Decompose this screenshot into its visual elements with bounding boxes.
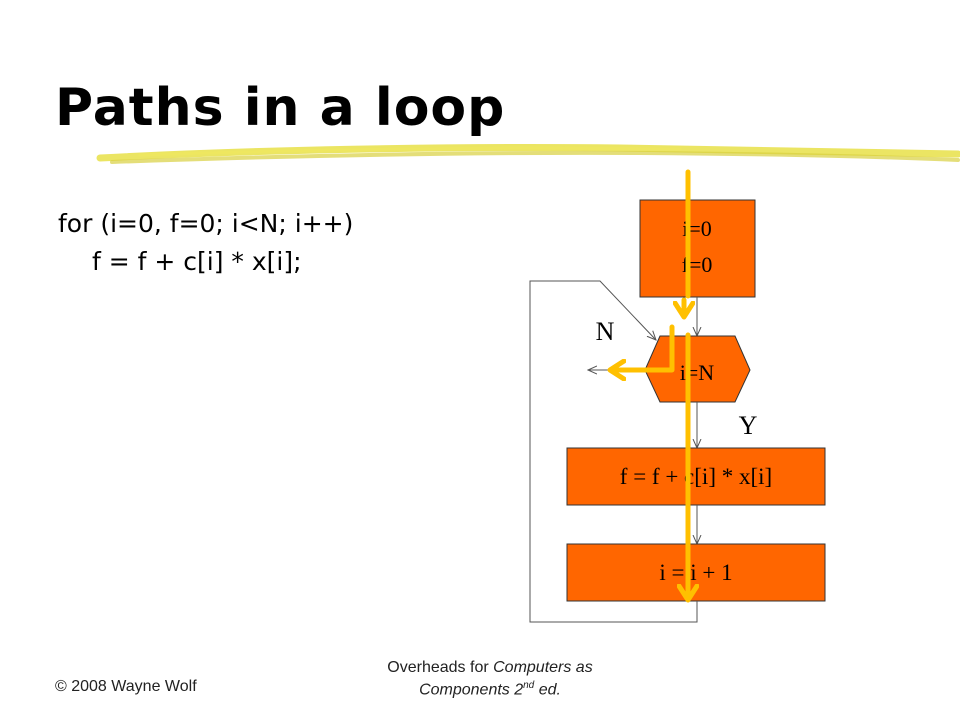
branch-label-yes: Y: [739, 411, 758, 440]
code-line-2: f = f + c[i] * x[i];: [92, 246, 302, 276]
decision-label: i=N: [680, 360, 715, 385]
code-snippet: for (i=0, f=0; i<N; i++) f = f + c[i] * …: [58, 205, 353, 280]
body-box-label: f = f + c[i] * x[i]: [620, 464, 772, 489]
footer-copyright: © 2008 Wayne Wolf: [55, 678, 197, 695]
footer-line2-suffix: ed.: [534, 680, 561, 698]
increment-box-label: i = i + 1: [659, 560, 732, 585]
footer-line1-italic: Computers as: [493, 659, 593, 676]
body-box: f = f + c[i] * x[i]: [566, 447, 826, 506]
edge-loop-back: [529, 280, 698, 623]
branch-label-no: N: [596, 317, 615, 346]
code-line-1: for (i=0, f=0; i<N; i++): [58, 209, 354, 238]
footer-line1-prefix: Overheads for: [387, 659, 494, 676]
footer-line2-italic: Components 2: [419, 680, 524, 698]
init-box: i=0 f=0: [639, 199, 756, 298]
footer-source: Overheads for Computers as Components 2n…: [340, 657, 640, 701]
highlight-path-exit: [612, 324, 675, 370]
increment-box: i = i + 1: [566, 543, 826, 602]
slide-title: Paths in a loop: [55, 78, 506, 138]
title-underline-brush: [96, 143, 960, 164]
footer-line2-sup: nd: [523, 679, 535, 691]
